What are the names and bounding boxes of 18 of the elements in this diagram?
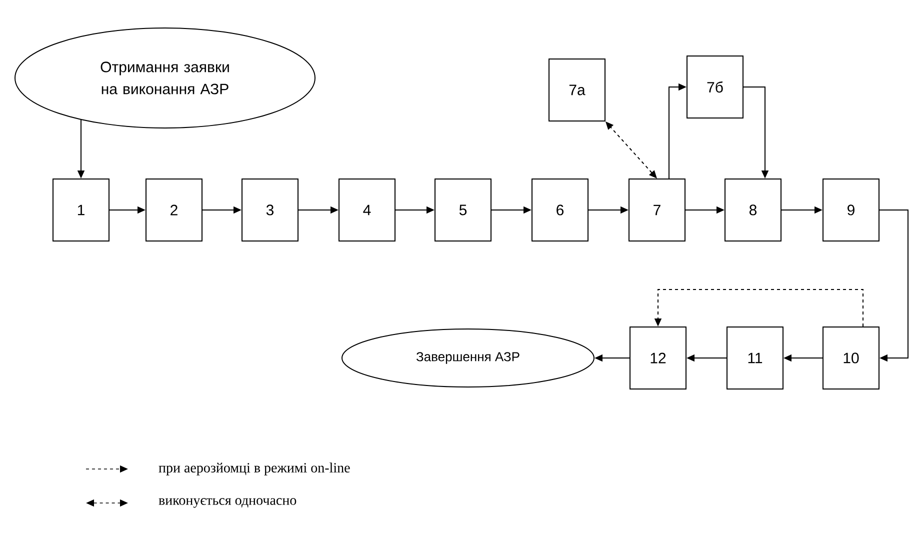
arrow [879, 210, 908, 362]
process-box: 4 [338, 178, 396, 242]
process-box: 11 [726, 326, 784, 390]
process-box: 9 [822, 178, 880, 242]
process-box: 7 [628, 178, 686, 242]
process-box: 1 [52, 178, 110, 242]
process-box: 3 [242, 178, 298, 242]
process-box: 7б [686, 56, 744, 118]
legend-text: при аерозйомці в режимі on-line [158, 462, 350, 476]
process-box: 5 [434, 178, 492, 242]
legend-text: виконується одночасно [158, 498, 296, 508]
process-box: 12 [630, 326, 686, 390]
process-box: 8 [724, 178, 782, 242]
process-box: 10 [822, 326, 880, 390]
process-box: 7а [548, 58, 606, 122]
process-box: 6 [532, 178, 588, 242]
process-box: 2 [146, 178, 202, 242]
arrow [606, 122, 657, 178]
